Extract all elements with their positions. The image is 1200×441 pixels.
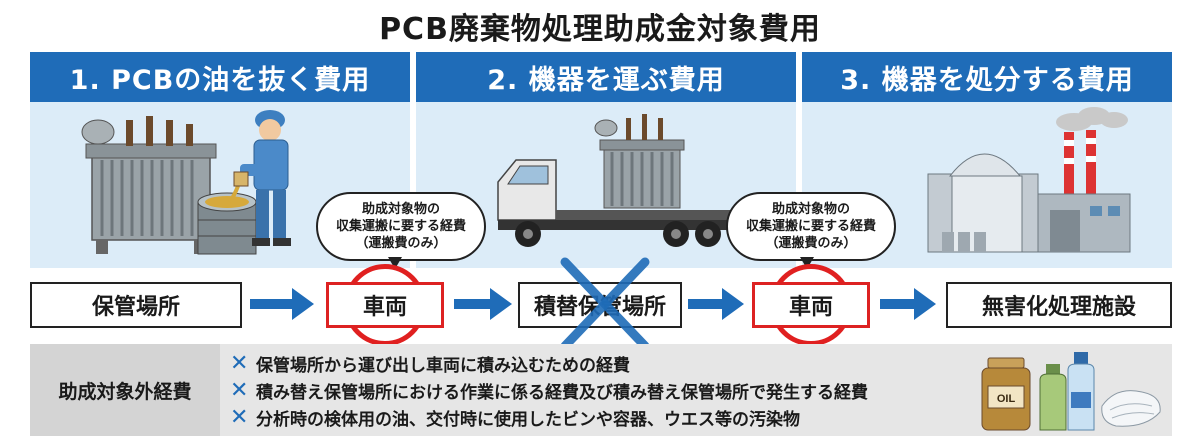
factory-icon (927, 107, 1131, 253)
flow-arrow (880, 288, 936, 320)
subsidy-bubble-2: 助成対象物の 収集運搬に要する経費 （運搬費のみ） (726, 192, 896, 261)
contaminated-items-illustration: OIL (981, 352, 1161, 431)
subsidy-bubble-1: 助成対象物の 収集運搬に要する経費 （運搬費のみ） (316, 192, 486, 261)
bubble-line: （運搬費のみ） (765, 236, 857, 251)
truck-icon (497, 159, 756, 247)
cross-icon: ✕ (230, 405, 249, 430)
excluded-item-text: 保管場所から運び出し車両に積み込むための経費 (256, 356, 630, 376)
drum-icon (197, 192, 257, 255)
list-item: ✕ 分析時の検体用の油、交付時に使用したビンや容器、ウエス等の汚染物 (230, 404, 868, 431)
bubble-line: 収集運搬に要する経費 (335, 219, 466, 234)
bubble-line: 助成対象物の (771, 202, 850, 217)
panel-extract-oil: 1. PCBの油を抜く費用 (30, 52, 410, 268)
excluded-costs-section: 助成対象外経費 ✕ 保管場所から運び出し車両に積み込むための経費 ✕ 積み替え保… (30, 344, 1172, 436)
flow-arrow (688, 288, 744, 320)
oil-label: OIL (997, 393, 1016, 405)
transport-illustration (497, 114, 756, 247)
panel-disposal: 3. 機器を処分する費用 (802, 52, 1172, 268)
cloth-icon (1101, 390, 1161, 427)
oil-bottle-icon: OIL (981, 357, 1031, 431)
flow-arrow (454, 288, 512, 320)
flow-vehicle-2: 車両 (752, 282, 870, 328)
list-item: ✕ 積み替え保管場所における作業に係る経費及び積み替え保管場所で発生する経費 (230, 377, 868, 404)
panel-heading: 2. 機器を運ぶ費用 (416, 52, 796, 102)
excluded-costs-label: 助成対象外経費 (30, 344, 220, 436)
bubble-line: 収集運搬に要する経費 (745, 219, 876, 234)
transformer-icon (594, 114, 685, 209)
oil-extraction-illustration (81, 110, 291, 255)
excluded-item-text: 分析時の検体用の油、交付時に使用したビンや容器、ウエス等の汚染物 (256, 410, 800, 430)
bottle-icon (1039, 352, 1095, 431)
cross-icon: ✕ (230, 351, 249, 376)
worker-icon (233, 110, 291, 246)
panel-heading: 3. 機器を処分する費用 (802, 52, 1172, 102)
flow-treatment-facility: 無害化処理施設 (946, 282, 1172, 328)
bubble-line: （運搬費のみ） (355, 236, 447, 251)
excluded-item-text: 積み替え保管場所における作業に係る経費及び積み替え保管場所で発生する経費 (256, 383, 868, 403)
panel-heading: 1. PCBの油を抜く費用 (30, 52, 410, 102)
flow-arrow (250, 288, 314, 320)
bubble-line: 助成対象物の (361, 202, 440, 217)
excluded-cross-icon (560, 257, 650, 351)
flow-storage: 保管場所 (30, 282, 242, 328)
page-title: PCB廃棄物処理助成金対象費用 (379, 12, 821, 47)
flow-transfer-storage: 積替保管場所 (518, 282, 682, 328)
excluded-costs-list: ✕ 保管場所から運び出し車両に積み込むための経費 ✕ 積み替え保管場所における作… (230, 350, 868, 431)
flow-vehicle-1: 車両 (326, 282, 444, 328)
list-item: ✕ 保管場所から運び出し車両に積み込むための経費 (230, 350, 868, 377)
transformer-icon (81, 116, 217, 254)
disposal-illustration (927, 107, 1131, 253)
cross-icon: ✕ (230, 378, 249, 403)
